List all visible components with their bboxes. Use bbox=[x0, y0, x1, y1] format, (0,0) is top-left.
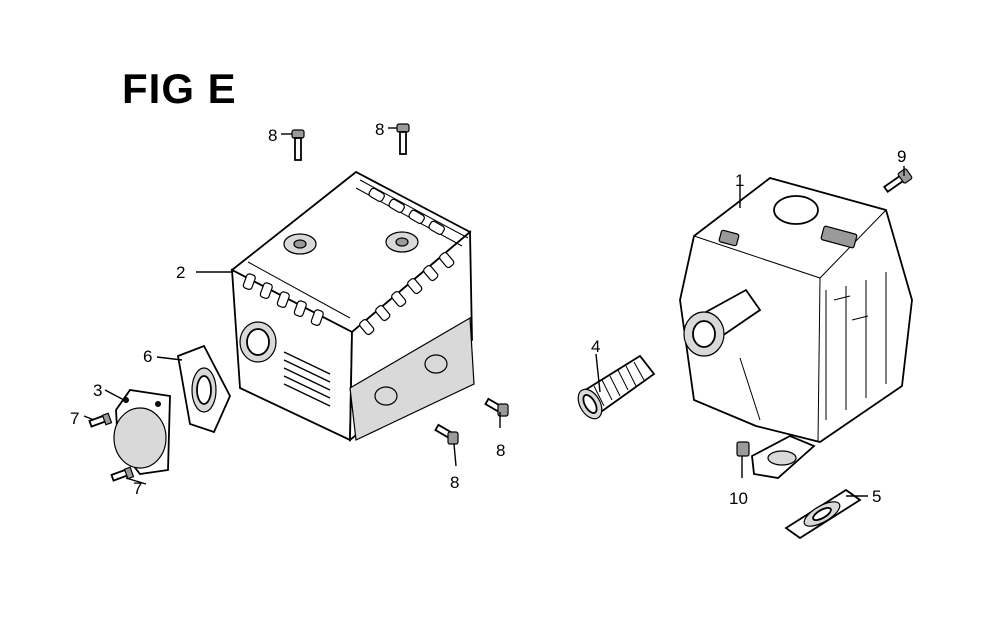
callout-8-top-right: 8 bbox=[375, 120, 384, 139]
bolt-7-lower bbox=[110, 466, 135, 482]
gasket-right bbox=[784, 488, 862, 540]
exhaust-cap bbox=[113, 389, 171, 475]
callout-8-side-lower: 8 bbox=[450, 473, 459, 492]
callout-7-upper: 7 bbox=[70, 409, 79, 428]
callout-10: 10 bbox=[729, 489, 748, 508]
muffler-protector bbox=[230, 170, 475, 442]
callout-7-lower: 7 bbox=[133, 479, 142, 498]
callout-8-top-left: 8 bbox=[268, 126, 277, 145]
callout-6: 6 bbox=[143, 347, 152, 366]
spark-arrester bbox=[577, 354, 656, 420]
nut-10 bbox=[736, 441, 750, 457]
bolt-8-side-lower bbox=[434, 423, 459, 445]
bolt-8-top-right bbox=[396, 123, 410, 155]
figure-title: FIG E bbox=[122, 65, 237, 112]
callout-9: 9 bbox=[897, 147, 906, 166]
callout-3: 3 bbox=[93, 381, 102, 400]
gasket-left bbox=[176, 344, 231, 434]
callout-8-side-right: 8 bbox=[496, 441, 505, 460]
bolt-8-top-left bbox=[291, 129, 305, 161]
callout-5: 5 bbox=[872, 487, 881, 506]
bolt-9 bbox=[883, 168, 913, 194]
muffler-body bbox=[679, 177, 913, 479]
callout-1: 1 bbox=[735, 171, 744, 190]
bolt-8-side-right bbox=[484, 397, 509, 417]
bolt-7-upper bbox=[88, 412, 113, 428]
callout-4: 4 bbox=[591, 337, 600, 356]
leader-lines bbox=[83, 127, 905, 497]
callout-2: 2 bbox=[176, 263, 185, 282]
